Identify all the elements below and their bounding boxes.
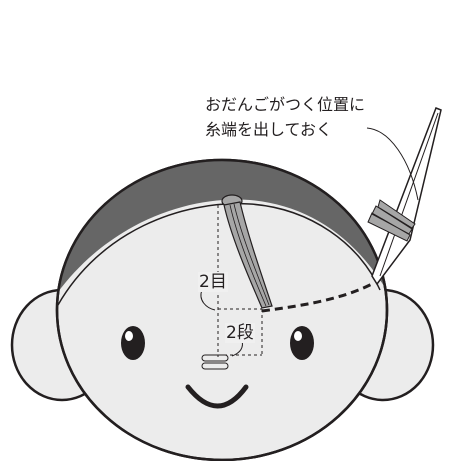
measure-stitches-label: 2段 — [225, 323, 255, 343]
right-eye — [290, 326, 314, 360]
hairline — [57, 202, 381, 306]
nose-stitch-bottom — [201, 362, 229, 370]
yarn-tail-strands — [367, 199, 416, 242]
annotation-leader — [366, 127, 419, 201]
measure-rows-label: 2目 — [198, 272, 228, 292]
annotation-text: おだんごがつく位置に 糸端を出しておく — [205, 92, 445, 142]
annotation-line-1: おだんごがつく位置に — [205, 95, 366, 114]
annotation-line-2: 糸端を出しておく — [205, 120, 333, 139]
yarn-bun — [221, 194, 273, 309]
nose-stitch-top — [201, 354, 229, 362]
yarn-path — [261, 282, 373, 313]
mouth — [185, 384, 249, 409]
left-eye — [121, 326, 145, 360]
measurement-guides — [217, 205, 263, 357]
